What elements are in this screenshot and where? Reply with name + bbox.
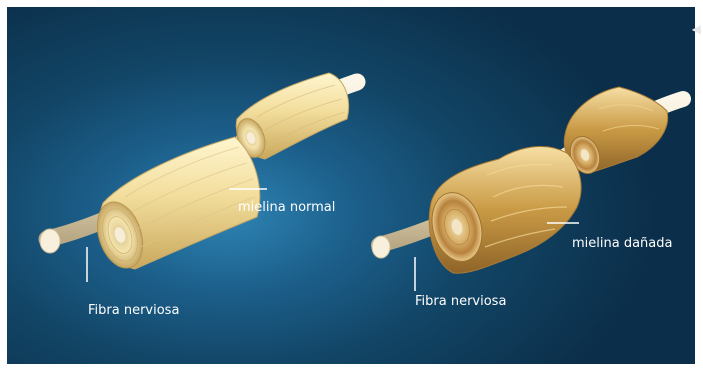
axon-end [40,229,60,253]
axon-end [372,236,390,258]
label-normal-fiber: Fibra nerviosa [88,303,179,318]
chevron-left-icon[interactable]: ◀ [692,22,701,36]
label-normal-myelin: mielina normal [238,200,335,215]
illustration-panel: Fibra nerviosa mielina normal Fibra nerv… [7,7,695,364]
label-damaged-fiber: Fibra nerviosa [415,294,506,309]
label-damaged-myelin: mielina dañada [572,236,672,251]
normal-nerve-fiber [40,73,357,274]
